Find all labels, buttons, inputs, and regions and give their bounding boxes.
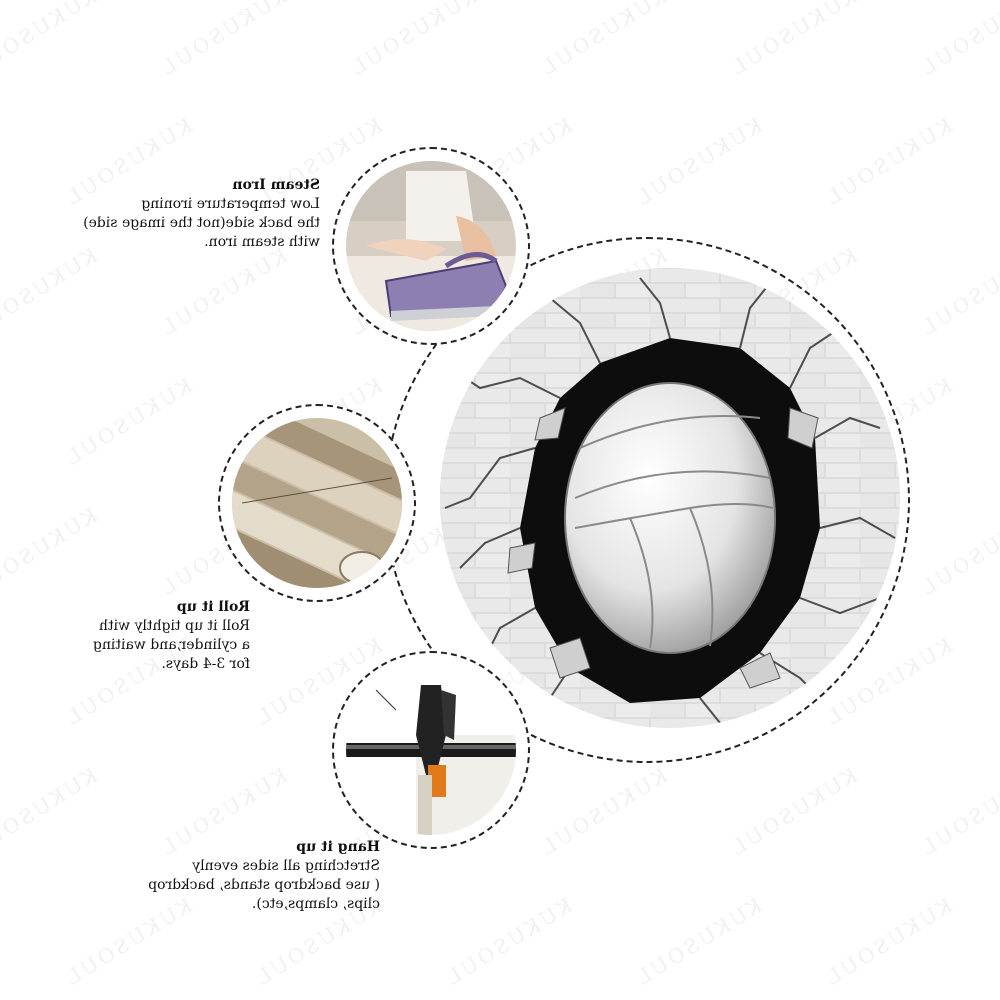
watermark-text: KUKUSOUL [439,893,577,991]
step-line: Low temperature ironing [141,196,320,212]
step-text-steam-iron: Steam Iron Low temperature ironing the b… [83,176,320,252]
step-title: Hang it up [296,839,380,855]
watermark-text: KUKUSOUL [154,0,292,81]
volleyball-wall-image [440,268,900,728]
step-line: ( use backdrop stands, backdrop [148,877,380,893]
watermark-text: KUKUSOUL [914,243,1000,341]
watermark-text: KUKUSOUL [819,893,957,991]
step-line: Stretching all sides evenly [192,858,380,874]
watermark-text: KUKUSOUL [629,893,767,991]
step-text-roll-up: Roll it up Roll it up tightly with a cyl… [40,598,250,674]
clamp-icon [346,665,516,835]
step-line: the back side(not the image side) [83,215,320,231]
step-line: Roll it up tightly with [98,618,250,634]
step-circle-hang-up [332,651,530,849]
watermark-text: KUKUSOUL [534,0,672,81]
watermark-text: KUKUSOUL [344,0,482,81]
watermark-text: KUKUSOUL [724,763,862,861]
step-line: for 3-4 days. [161,656,250,672]
watermark-text: KUKUSOUL [819,113,957,211]
watermark-text: KUKUSOUL [154,243,292,341]
watermark-text: KUKUSOUL [724,0,862,81]
step-text-hang-up: Hang it up Stretching all sides evenly (… [148,838,380,914]
watermark-text: KUKUSOUL [59,373,197,471]
watermark-text: KUKUSOUL [914,763,1000,861]
watermark-text: KUKUSOUL [629,113,767,211]
watermark-text: KUKUSOUL [534,763,672,861]
watermark-text: KUKUSOUL [0,0,102,81]
step-circle-steam-iron [332,147,530,345]
steam-iron-icon [346,161,516,331]
watermark-text: KUKUSOUL [0,243,102,341]
watermark-text: KUKUSOUL [0,763,102,861]
step-title: Steam Iron [232,177,320,193]
step-title: Roll it up [176,599,250,615]
step-circle-roll-up [218,404,416,602]
rolled-backdrop-icon [232,418,402,588]
step-line: clips, clamps,etc). [251,896,380,912]
step-line: with steam iron. [204,234,320,250]
step-line: a cylinder,and waiting [92,637,250,653]
watermark-text: KUKUSOUL [914,0,1000,81]
watermark-text: KUKUSOUL [0,503,102,601]
watermark-text: KUKUSOUL [914,503,1000,601]
